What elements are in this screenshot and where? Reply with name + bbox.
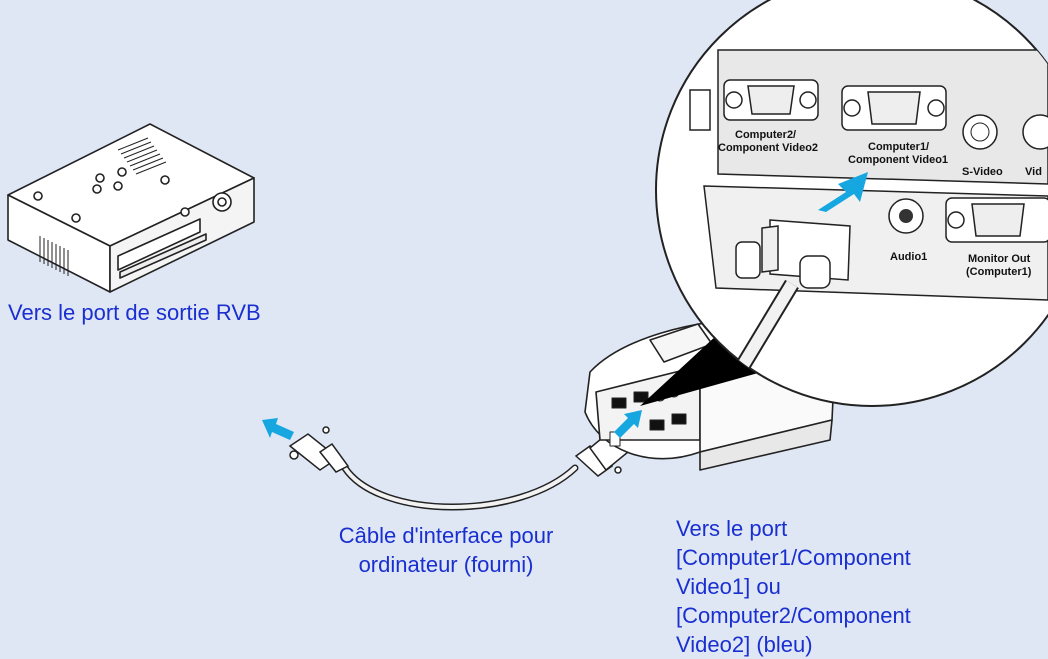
port-caption-line: [Computer2/Component (676, 603, 911, 628)
source-port-caption: Vers le port de sortie RVB (8, 298, 261, 327)
port-caption-line: Video1] ou (676, 574, 781, 599)
insert-arrow-icon (614, 410, 642, 438)
port-caption-line: Vers le port (676, 516, 788, 541)
cable-caption: Câble d'interface pour ordinateur (fourn… (312, 521, 580, 579)
svideo-label: S-Video (962, 166, 1003, 178)
cable-caption-line: ordinateur (fourni) (358, 552, 534, 577)
computer2-label-2: Component Video2 (718, 142, 818, 154)
computer2-label: Computer2/ (735, 129, 796, 141)
source-caption-text: Vers le port de sortie RVB (8, 300, 261, 325)
monitor-out-label-2: (Computer1) (966, 266, 1032, 278)
port-caption-line: Video2] (bleu) (676, 632, 813, 657)
vga-cable-icon (288, 426, 630, 511)
video-label: Vid (1025, 166, 1042, 178)
monitor-out-label: Monitor Out (968, 253, 1031, 265)
audio1-label: Audio1 (890, 251, 927, 263)
projector-port-caption: Vers le port [Computer1/Component Video1… (676, 514, 911, 659)
computer1-label-2: Component Video1 (848, 154, 948, 166)
port-magnifier: Computer2/ Component Video2 Computer1/ C… (655, 0, 1048, 407)
computer1-label: Computer1/ (868, 141, 929, 153)
insert-arrow-icon (262, 418, 294, 440)
cable-caption-line: Câble d'interface pour (338, 523, 554, 548)
port-caption-line: [Computer1/Component (676, 545, 911, 570)
video-source-device-icon (7, 123, 255, 293)
